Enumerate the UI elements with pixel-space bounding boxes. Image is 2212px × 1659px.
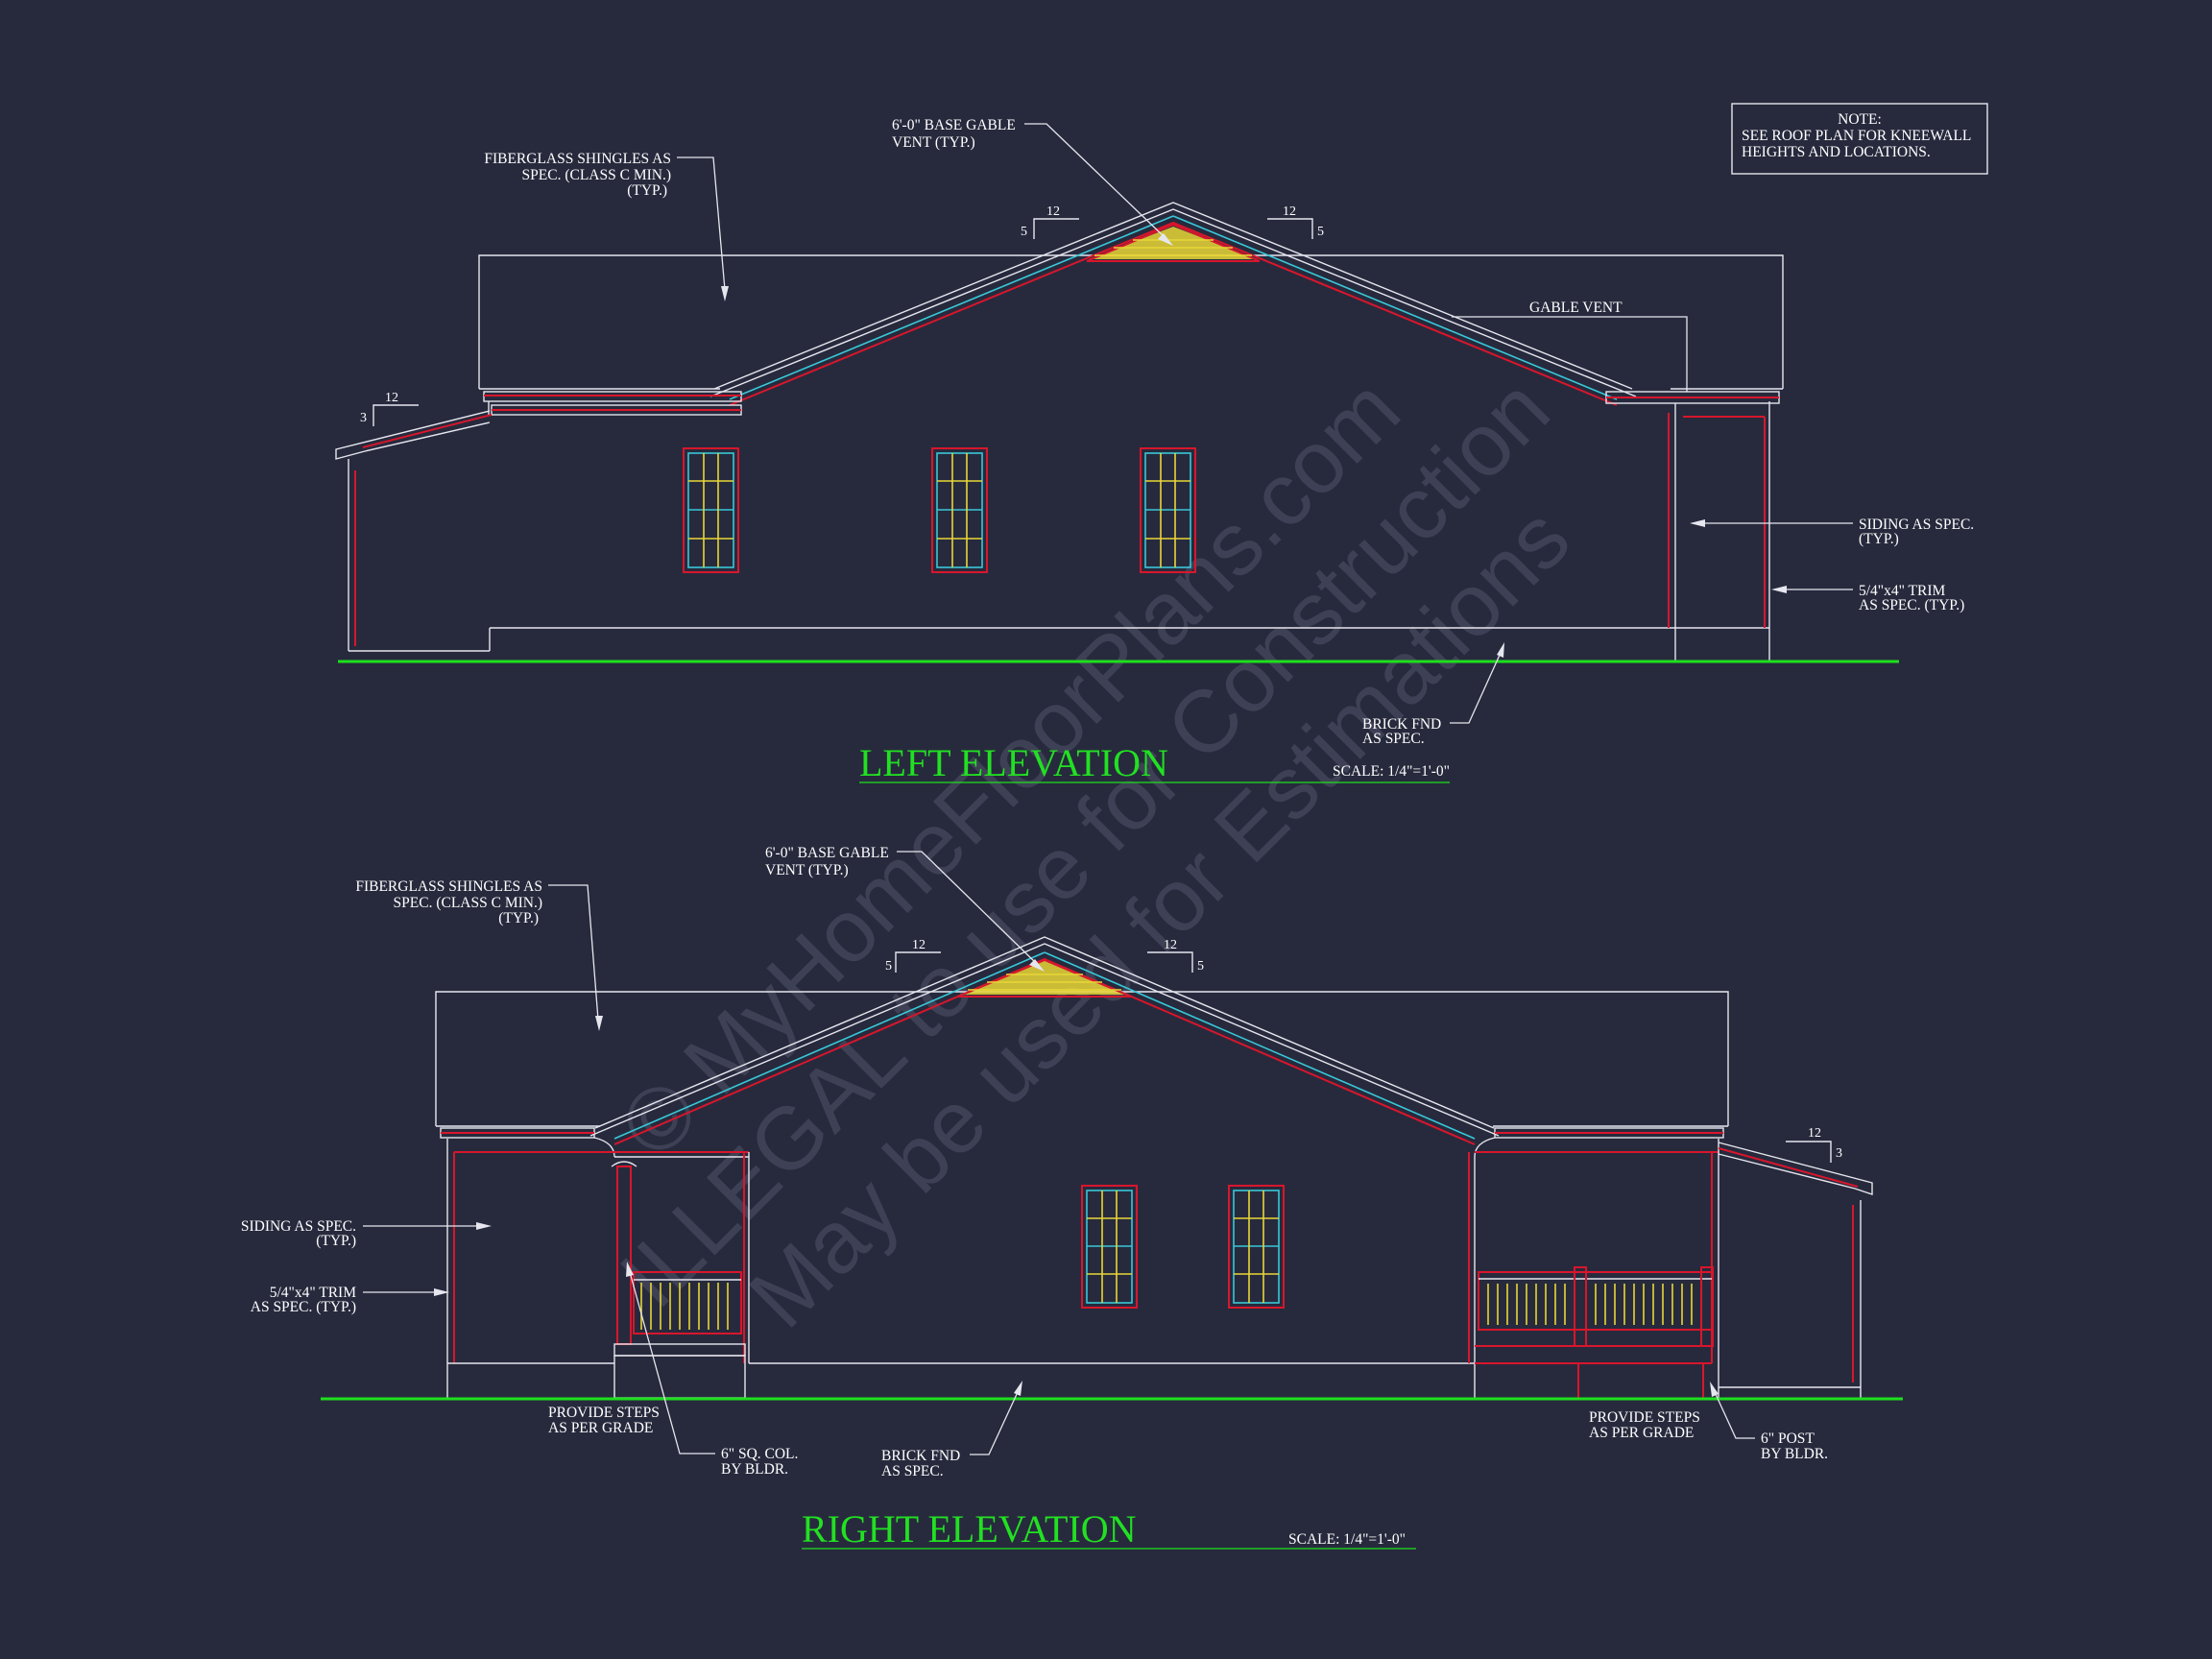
left-shingles-line-2: SPEC. (CLASS C MIN.)	[522, 167, 671, 183]
left-window-1	[683, 447, 739, 573]
note-title: NOTE:	[1838, 111, 1882, 128]
left-elevation-title: LEFT ELEVATION	[859, 741, 1168, 784]
left-siding-line-1: SIDING AS SPEC.	[1859, 517, 1974, 533]
left-gable-vent-text: GABLE VENT	[1529, 300, 1623, 316]
right-elevation-scale: SCALE: 1/4"=1'-0"	[1288, 1531, 1406, 1548]
right-pitch-porch-run: 12	[1808, 1126, 1821, 1141]
right-brick-line-1: BRICK FND	[881, 1448, 960, 1464]
right-right-railing	[1478, 1266, 1714, 1347]
right-post-line-1: 6" POST	[1761, 1431, 1815, 1447]
right-shingles-line-3: (TYP.)	[498, 910, 539, 926]
right-elevation: 12 5 12 5 12 3 FIBERGLASS SHINGLES AS SP…	[241, 845, 1903, 1551]
right-steps-left-callout: PROVIDE STEPS AS PER GRADE	[548, 1405, 660, 1436]
left-shingles-line-3: (TYP.)	[627, 182, 667, 199]
left-brick-line-1: BRICK FND	[1362, 716, 1441, 733]
left-porch-roof	[335, 410, 491, 460]
right-post-line-2: BY BLDR.	[1761, 1446, 1828, 1462]
right-gable-vent-base-line-2: VENT (TYP.)	[765, 862, 849, 878]
left-siding-callout: SIDING AS SPEC. (TYP.)	[1690, 517, 1974, 547]
left-window-3	[1140, 447, 1196, 573]
note-line-1: SEE ROOF PLAN FOR KNEEWALL	[1742, 128, 1971, 144]
right-pitch-main-left-rise: 5	[885, 959, 892, 974]
left-pitch-main-left-rise: 5	[1021, 225, 1027, 239]
right-porch-roof	[1718, 1142, 1873, 1195]
left-pitch-main-right-rise: 5	[1317, 225, 1324, 239]
right-siding-line-1: SIDING AS SPEC.	[241, 1218, 356, 1235]
right-shingles-line-2: SPEC. (CLASS C MIN.)	[394, 895, 542, 911]
left-pitch-porch-rise: 3	[360, 411, 367, 425]
right-pitch-porch-rise: 3	[1836, 1146, 1842, 1161]
left-brick-line-2: AS SPEC.	[1362, 731, 1425, 747]
left-trim-line-2: AS SPEC. (TYP.)	[1859, 597, 1964, 613]
watermark-line-2: ILLEGAL to use for Construction	[602, 360, 1568, 1326]
right-trim-callout: 5/4"x4" TRIM AS SPEC. (TYP.)	[251, 1285, 449, 1315]
left-shingles-callout: FIBERGLASS SHINGLES AS SPEC. (CLASS C MI…	[484, 151, 729, 301]
right-steps-right-line-1: PROVIDE STEPS	[1589, 1409, 1700, 1426]
right-steps-right-line-2: AS PER GRADE	[1589, 1425, 1694, 1441]
right-window-2	[1228, 1185, 1285, 1309]
right-siding-callout: SIDING AS SPEC. (TYP.)	[241, 1218, 492, 1249]
left-brick-callout: BRICK FND AS SPEC.	[1362, 642, 1504, 747]
left-gable-vent-base-line-1: 6'-0" BASE GABLE	[892, 117, 1016, 133]
right-gable-vent-callout: 6'-0" BASE GABLE VENT (TYP.)	[765, 845, 1045, 972]
right-pitch-main-right-run: 12	[1164, 938, 1177, 952]
right-steps-left-line-2: AS PER GRADE	[548, 1420, 653, 1436]
left-elevation: 12 5 12 5 12 3 FIBERGLASS SHINGLES AS SP…	[335, 117, 1974, 784]
left-gable-vent-base-line-2: VENT (TYP.)	[892, 134, 975, 151]
note-box: NOTE: SEE ROOF PLAN FOR KNEEWALL HEIGHTS…	[1731, 103, 1988, 175]
left-gable-vent-callout: 6'-0" BASE GABLE VENT (TYP.)	[892, 117, 1173, 246]
right-pitch-main-left-run: 12	[912, 938, 926, 952]
right-gable-vent	[957, 958, 1132, 998]
left-pitch-main-right-run: 12	[1283, 204, 1296, 219]
right-column-callout: 6" SQ. COL. BY BLDR.	[626, 1262, 798, 1478]
left-pitch-porch-run: 12	[385, 391, 398, 405]
note-line-2: HEIGHTS AND LOCATIONS.	[1742, 144, 1931, 160]
right-brick-callout: BRICK FND AS SPEC.	[881, 1381, 1022, 1479]
right-siding-line-2: (TYP.)	[316, 1233, 356, 1249]
left-back-roof-plane	[478, 254, 1784, 389]
right-steps-right-callout: PROVIDE STEPS AS PER GRADE	[1589, 1409, 1700, 1441]
left-siding-line-2: (TYP.)	[1859, 531, 1899, 547]
left-gable-vent-label: GABLE VENT	[1452, 300, 1688, 392]
left-gable-vent	[1086, 223, 1261, 262]
right-steps-left-line-1: PROVIDE STEPS	[548, 1405, 660, 1421]
right-pitch-main-right-rise: 5	[1197, 959, 1204, 974]
left-elevation-scale: SCALE: 1/4"=1'-0"	[1333, 763, 1450, 780]
right-left-railing	[633, 1271, 742, 1334]
right-gable-vent-base-line-1: 6'-0" BASE GABLE	[765, 845, 889, 861]
right-column-line-1: 6" SQ. COL.	[721, 1446, 798, 1462]
right-column-line-2: BY BLDR.	[721, 1461, 788, 1478]
right-trim-line-1: 5/4"x4" TRIM	[270, 1285, 357, 1301]
left-pitch-main-left-run: 12	[1046, 204, 1060, 219]
right-window-1	[1081, 1185, 1138, 1309]
right-shingles-line-1: FIBERGLASS SHINGLES AS	[355, 878, 542, 895]
left-main-gable	[713, 202, 1633, 390]
left-shingles-line-1: FIBERGLASS SHINGLES AS	[484, 151, 671, 167]
left-window-2	[931, 447, 988, 573]
left-trim-callout: 5/4"x4" TRIM AS SPEC. (TYP.)	[1771, 583, 1964, 613]
right-shingles-callout: FIBERGLASS SHINGLES AS SPEC. (CLASS C MI…	[355, 878, 603, 1031]
right-elevation-title: RIGHT ELEVATION	[802, 1507, 1137, 1551]
right-main-gable	[594, 936, 1495, 1129]
right-brick-line-2: AS SPEC.	[881, 1463, 944, 1479]
right-trim-line-2: AS SPEC. (TYP.)	[251, 1299, 356, 1315]
right-post-callout: 6" POST BY BLDR.	[1710, 1382, 1828, 1462]
left-trim-line-1: 5/4"x4" TRIM	[1859, 583, 1946, 599]
